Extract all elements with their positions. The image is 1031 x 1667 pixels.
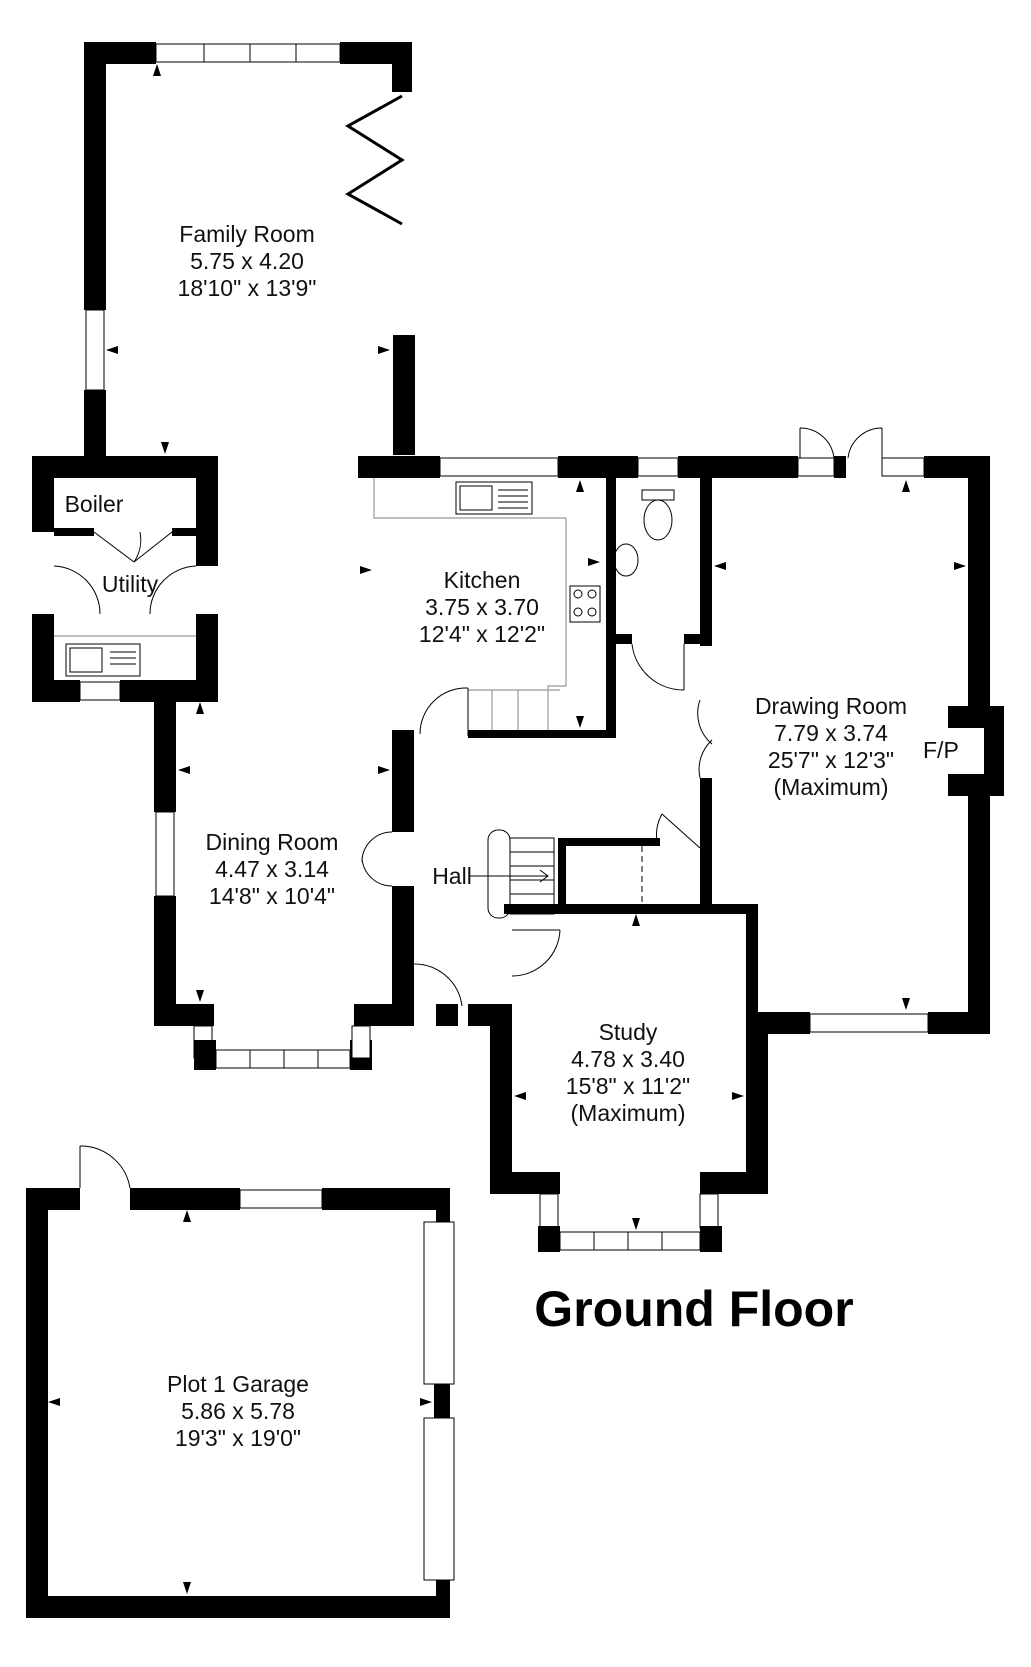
room-label-line: Utility [102,571,159,597]
room-label-line: 3.75 x 3.70 [425,594,539,620]
kitchen-walls [358,456,638,740]
room-label-line: 7.79 x 3.74 [774,720,888,746]
room-label-line: Study [599,1019,658,1045]
room-label-line: Kitchen [444,567,521,593]
room-label-line: 5.75 x 4.20 [190,248,304,274]
room-label-kitchen: Kitchen 3.75 x 3.70 12'4" x 12'2" [419,567,545,647]
room-label-line: 4.78 x 3.40 [571,1046,685,1072]
room-label-dining-room: Dining Room 4.47 x 3.14 14'8" x 10'4" [206,829,339,909]
room-label-drawing-room: Drawing Room 7.79 x 3.74 25'7" x 12'3" (… [755,693,907,800]
utility-walls [32,456,218,702]
room-label-line: 18'10" x 13'9" [178,275,317,301]
room-label-boiler: Boiler [65,491,124,517]
room-label-plot-1-garage: Plot 1 Garage 5.86 x 5.78 19'3" x 19'0" [167,1371,309,1451]
room-label-line: 15'8" x 11'2" [566,1073,690,1099]
garage-walls [26,1145,455,1618]
measure-arrows [48,64,966,1594]
study-walls [490,904,768,1252]
room-label-line: Boiler [65,491,124,517]
floor-title: Ground Floor [534,1281,853,1337]
room-label-line: Family Room [179,221,314,247]
room-label-line: 14'8" x 10'4" [209,883,335,909]
room-label-study: Study 4.78 x 3.40 15'8" x 11'2" (Maximum… [566,1019,690,1126]
room-label-line: Drawing Room [755,693,907,719]
room-label-family-room: Family Room 5.75 x 4.20 18'10" x 13'9" [178,221,317,301]
room-label-utility: Utility [102,571,159,597]
room-label-line: (Maximum) [571,1100,686,1126]
dining-room-walls [154,700,414,1070]
room-label-line: Dining Room [206,829,339,855]
room-label-line: Hall [432,863,472,889]
room-label-line: 4.47 x 3.14 [215,856,329,882]
room-label-line: 5.86 x 5.78 [181,1398,295,1424]
room-label-line: 19'3" x 19'0" [175,1425,301,1451]
room-label-hall: Hall [432,863,472,889]
fireplace-label: F/P [923,737,959,763]
room-label-line: 12'4" x 12'2" [419,621,545,647]
room-label-line: (Maximum) [774,774,889,800]
room-label-line: Plot 1 Garage [167,1371,309,1397]
room-label-line: 25'7" x 12'3" [768,747,894,773]
family-room-walls [84,42,415,456]
wc-walls [606,456,798,691]
hall-walls [413,813,701,1026]
